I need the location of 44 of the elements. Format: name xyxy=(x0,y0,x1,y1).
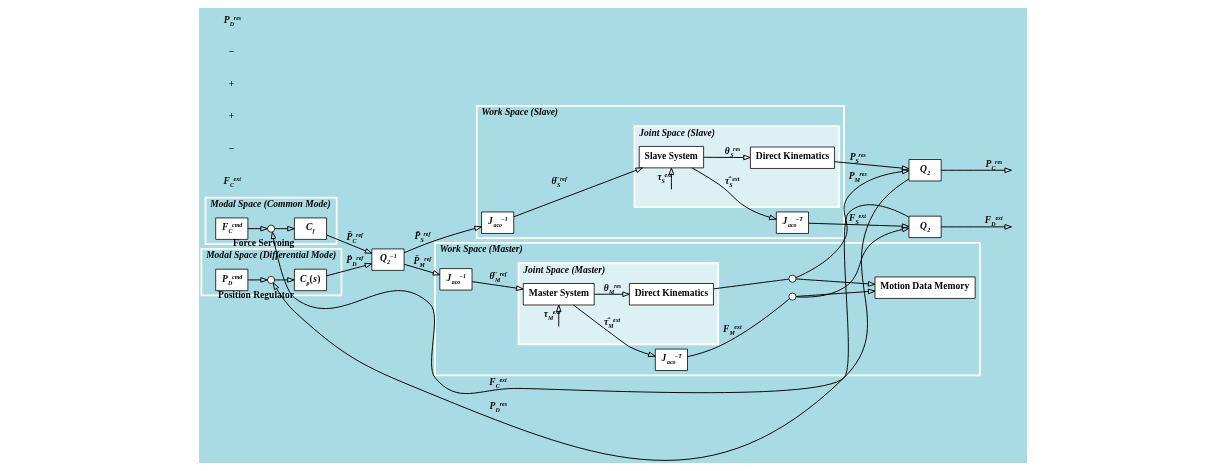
node-box: C$_{p}$(s) xyxy=(294,268,327,292)
node-circle xyxy=(267,275,276,284)
node-box: Q$_{2}$ xyxy=(908,159,942,182)
node-box: Motion Data Memory xyxy=(874,276,976,299)
node-box: Q$_{2}$ xyxy=(908,215,942,238)
arrow xyxy=(691,167,777,221)
arrow xyxy=(471,281,524,291)
node-box: C$_{f}$ xyxy=(294,217,327,240)
node-circle xyxy=(788,274,797,283)
arrow xyxy=(403,263,441,276)
arrow xyxy=(270,204,910,394)
arrow xyxy=(274,225,295,232)
arrow xyxy=(795,278,876,287)
connector xyxy=(713,278,790,290)
label: − xyxy=(228,47,235,58)
arrow xyxy=(403,225,482,254)
node-box: Direct Kinematics xyxy=(629,283,714,306)
arrow xyxy=(272,178,910,461)
arrow xyxy=(274,277,295,283)
arrow xyxy=(247,225,268,232)
arrow xyxy=(795,168,910,279)
node-box: Master System xyxy=(522,283,595,306)
arrow xyxy=(834,161,910,171)
connector xyxy=(687,298,790,358)
arrow xyxy=(703,154,751,161)
node-label: Force Servoing xyxy=(232,238,295,249)
arrow xyxy=(326,234,373,254)
node-circle xyxy=(267,224,276,233)
arrow xyxy=(808,222,910,229)
label: − xyxy=(228,143,235,154)
arrow xyxy=(795,226,910,298)
arrow xyxy=(940,167,1012,174)
arrow xyxy=(593,291,630,297)
label: + xyxy=(228,79,235,90)
node-circle xyxy=(788,292,797,301)
arrow xyxy=(247,277,268,283)
arrow xyxy=(940,224,1012,230)
node-box: Direct Kinematics xyxy=(750,146,835,169)
label: + xyxy=(228,111,235,122)
node-label: Position Regulator xyxy=(218,289,294,300)
arrow xyxy=(573,304,656,358)
arrow xyxy=(326,262,373,277)
arrow xyxy=(513,167,643,218)
node-box: Slave System xyxy=(638,146,704,169)
